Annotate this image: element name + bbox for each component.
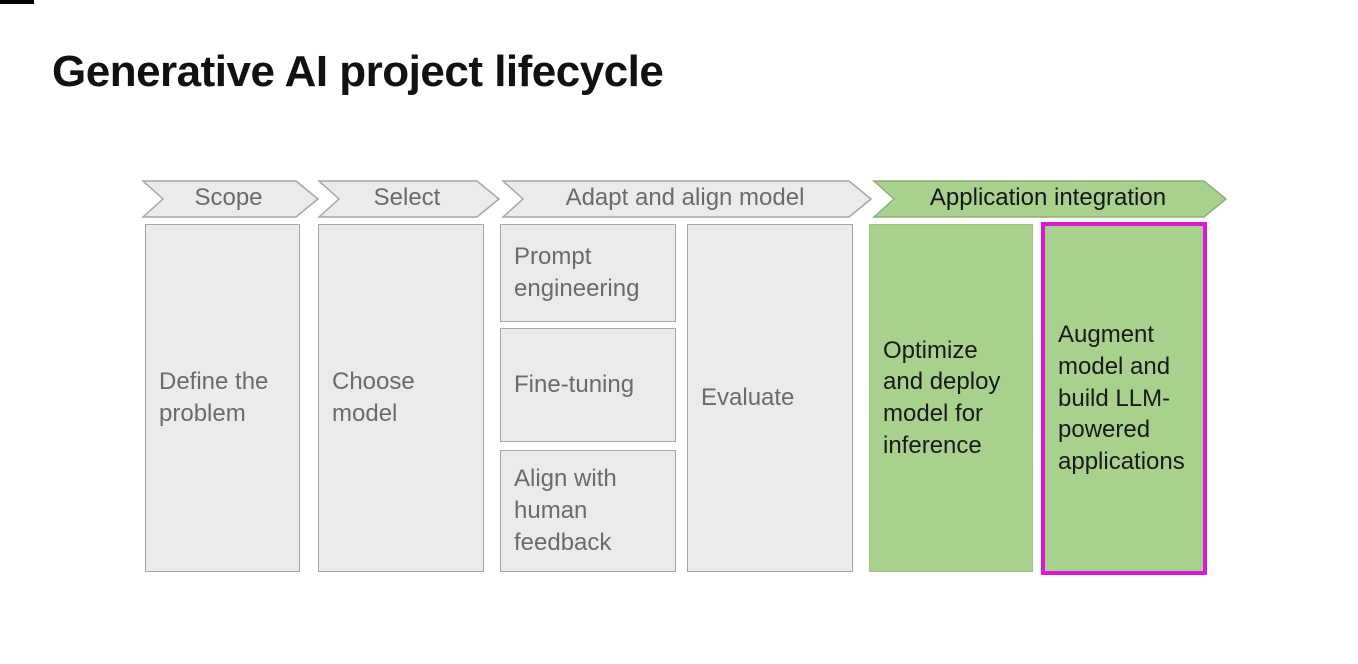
task-box-text: Prompt engineering xyxy=(514,243,640,302)
stage-label-adapt: Adapt and align model xyxy=(565,184,805,211)
task-box-text: Optimize and deploy model for inference xyxy=(883,336,1001,459)
stage-label-application-integration: Application integration xyxy=(929,184,1167,211)
chevron-polygon xyxy=(317,180,501,218)
task-box-text: Choose model xyxy=(332,368,415,427)
task-box-align-human-feedback: Align with human feedback xyxy=(500,450,676,572)
stage-chevron-adapt: Adapt and align model xyxy=(501,180,873,218)
task-box-text: Evaluate xyxy=(701,384,795,412)
task-box-fine-tuning: Fine-tuning xyxy=(500,328,676,442)
task-box-evaluate: Evaluate xyxy=(687,224,853,572)
task-box-optimize-deploy: Optimize and deploy model for inference xyxy=(869,224,1033,572)
task-box-text: Augment model and build LLM-powered appl… xyxy=(1058,321,1185,475)
chevron-arrow-shape xyxy=(501,180,873,218)
stage-label-select: Select xyxy=(373,184,441,211)
task-box-text: Define the problem xyxy=(159,368,269,427)
stage-chevron-application-integration: Application integration xyxy=(872,180,1228,218)
stage-chevron-scope: Scope xyxy=(141,180,320,218)
task-box-prompt-engineering: Prompt engineering xyxy=(500,224,676,322)
stage-chevron-select: Select xyxy=(317,180,501,218)
chevron-polygon xyxy=(501,180,873,218)
task-box-text: Fine-tuning xyxy=(514,371,635,399)
task-box-augment-build-llm-apps: Augment model and build LLM-powered appl… xyxy=(1041,222,1207,575)
page-title: Generative AI project lifecycle xyxy=(52,47,664,97)
chevron-polygon xyxy=(141,180,320,218)
screen-artifact-bar xyxy=(0,0,34,4)
chevron-arrow-shape xyxy=(141,180,320,218)
task-box-text: Align with human feedback xyxy=(514,465,617,556)
task-box-define-problem: Define the problem xyxy=(145,224,300,572)
task-box-choose-model: Choose model xyxy=(318,224,484,572)
chevron-arrow-shape xyxy=(317,180,501,218)
chevron-polygon xyxy=(872,180,1228,218)
chevron-arrow-shape xyxy=(872,180,1228,218)
stage-label-scope: Scope xyxy=(194,184,263,211)
